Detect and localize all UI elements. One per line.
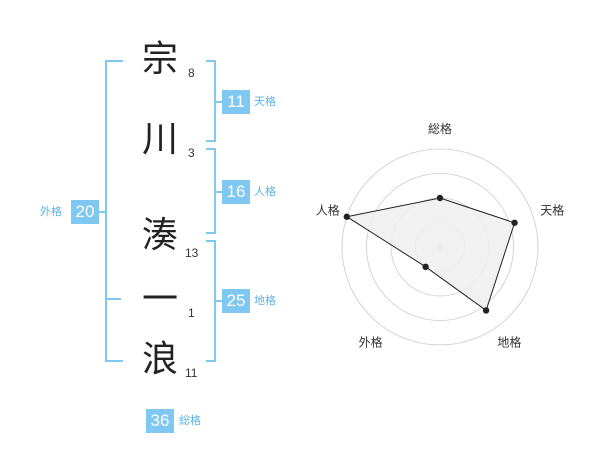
- radar-axis-label-1: 総格: [428, 121, 452, 136]
- chikaku-bracket: [206, 240, 216, 362]
- radar-point-4: [422, 263, 429, 271]
- radar-axis-label-5: 人格: [316, 203, 340, 218]
- radar-point-2: [511, 219, 518, 226]
- jinkaku-bracket-connector: [216, 191, 222, 193]
- tenkaku-bracket: [206, 60, 216, 142]
- radar-axis-label-3: 地格: [497, 334, 521, 349]
- name-char-1: 宗: [141, 39, 178, 80]
- radar-polygon: [345, 197, 516, 312]
- gaikaku-bracket-mid-tick: [105, 298, 121, 300]
- radar-point-3: [482, 307, 490, 314]
- radar-ring-4: [341, 148, 539, 346]
- gaikaku-badge: 20: [71, 200, 99, 224]
- chikaku-label: 地格: [254, 294, 276, 307]
- stroke-count-5: 11: [185, 366, 198, 380]
- chikaku-badge: 25: [222, 289, 250, 313]
- jinkaku-badge: 16: [222, 180, 250, 204]
- radar-point-1: [436, 194, 444, 202]
- name-char-5: 浪: [141, 339, 178, 380]
- radar-point-5: [343, 213, 350, 220]
- gaikaku-bracket: [105, 60, 123, 362]
- name-char-2: 川: [141, 119, 178, 160]
- radar-axis-label-2: 天格: [540, 203, 564, 218]
- stroke-count-1: 8: [188, 66, 195, 80]
- gaikaku-bracket-connector: [95, 211, 105, 213]
- name-char-4: 一: [141, 279, 178, 320]
- sokaku-label: 総格: [179, 414, 201, 427]
- tenkaku-badge: 11: [222, 90, 250, 114]
- gaikaku-label: 外格: [40, 205, 62, 218]
- stroke-count-4: 1: [188, 306, 195, 320]
- radar-ring-3: [366, 173, 514, 321]
- tenkaku-bracket-connector: [216, 101, 222, 103]
- stroke-count-3: 13: [185, 246, 199, 260]
- radar-axis-label-4: 外格: [359, 334, 383, 349]
- name-char-3: 湊: [141, 215, 178, 256]
- jinkaku-label: 人格: [254, 185, 276, 198]
- stroke-count-2: 3: [188, 146, 195, 160]
- chikaku-bracket-connector: [216, 300, 222, 302]
- jinkaku-bracket: [206, 148, 216, 234]
- tenkaku-label: 天格: [254, 95, 276, 108]
- sokaku-badge: 36: [146, 409, 174, 433]
